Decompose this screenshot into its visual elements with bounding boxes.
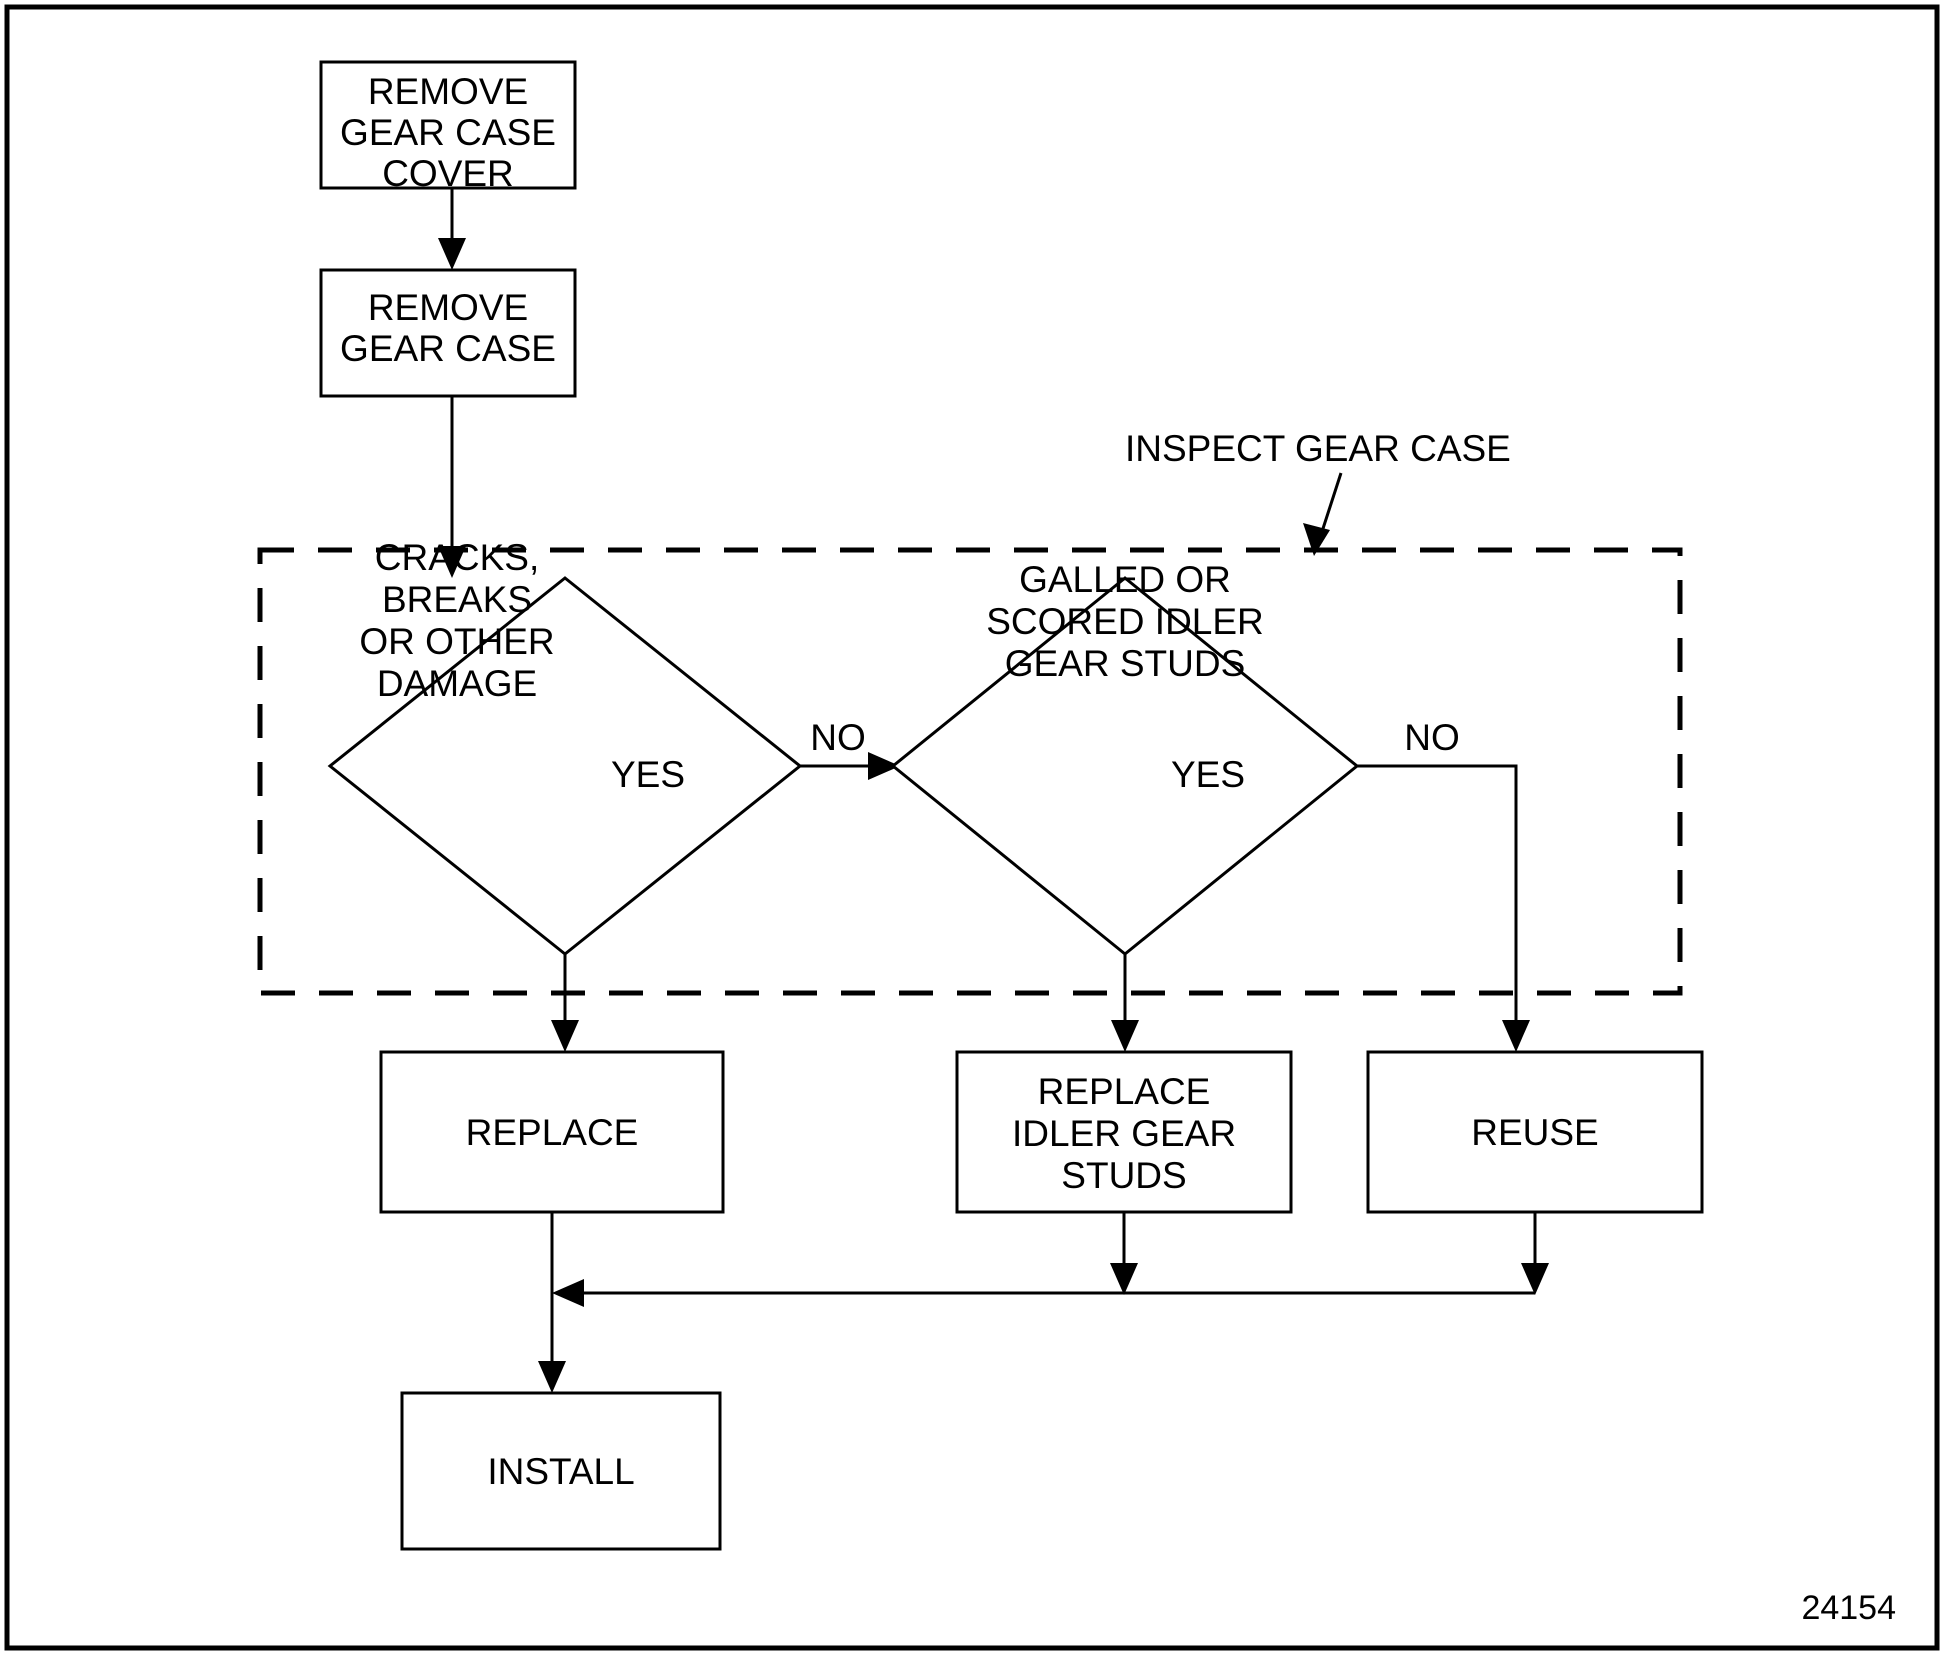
node-decision-damage-line-1: CRACKS,	[375, 537, 539, 578]
node-install-line-1: INSTALL	[487, 1451, 634, 1492]
node-reuse-line-1: REUSE	[1471, 1112, 1598, 1153]
node-decision-studs-line-3: GEAR STUDS	[1005, 643, 1246, 684]
edge-case-to-damage-decision-arrowhead	[438, 546, 466, 578]
node-replace-line-1: REPLACE	[466, 1112, 639, 1153]
node-replace-idler-gear-studs-line-2: IDLER GEAR	[1012, 1113, 1236, 1154]
node-remove-gear-case-line-1: REMOVE	[368, 287, 528, 328]
inspect-gear-case-group	[257, 547, 1683, 996]
edge-label-studs-no: NO	[1404, 717, 1460, 758]
node-decision-damage-line-3: OR OTHER	[359, 621, 554, 662]
merge-rail-arrowhead	[552, 1279, 584, 1307]
edge-studs-no-to-reuse	[1357, 764, 1518, 1032]
edge-reuse-to-rail-arrowhead	[1521, 1263, 1549, 1295]
node-install[interactable]	[400, 1391, 722, 1551]
node-remove-gear-case[interactable]	[319, 268, 577, 398]
edge-label-damage-yes: YES	[611, 754, 685, 795]
node-remove-gear-case-line-2: GEAR CASE	[340, 328, 556, 369]
node-replace-idler-gear-studs-line-3: STUDS	[1061, 1155, 1186, 1196]
node-decision-damage-line-4: DAMAGE	[377, 663, 537, 704]
node-decision-damage-line-2: BREAKS	[382, 579, 532, 620]
edge-damage-yes-arrowhead	[551, 1020, 579, 1052]
edge-label-studs-yes: YES	[1171, 754, 1245, 795]
edge-label-damage-no: NO	[810, 717, 866, 758]
edge-studs-yes-arrowhead	[1111, 1020, 1139, 1052]
edge-damage-no-arrowhead	[868, 752, 900, 780]
group-label-inspect-gear-case: INSPECT GEAR CASE	[1125, 428, 1511, 469]
figure-id-number: 24154	[1801, 1589, 1896, 1627]
node-remove-gear-case-cover-line-1: REMOVE	[368, 71, 528, 112]
node-replace-idler-gear-studs-line-1: REPLACE	[1038, 1071, 1211, 1112]
node-remove-gear-case-cover-line-2: GEAR CASE	[340, 112, 556, 153]
node-remove-gear-case-cover-line-3: COVER	[382, 153, 514, 194]
node-reuse[interactable]	[1366, 1050, 1704, 1214]
page-border	[4, 4, 1940, 1651]
edge-studs-no-arrowhead	[1502, 1020, 1530, 1052]
node-remove-gear-case-cover[interactable]	[319, 60, 577, 190]
node-decision-studs-line-2: SCORED IDLER	[986, 601, 1264, 642]
node-replace-idler-gear-studs[interactable]	[955, 1050, 1293, 1214]
edge-replace-studs-to-rail-arrowhead	[1110, 1263, 1138, 1295]
edge-cover-to-case-arrowhead	[438, 238, 466, 270]
node-decision-studs-line-1: GALLED OR	[1019, 559, 1231, 600]
node-replace[interactable]	[379, 1050, 725, 1214]
edge-replace-to-install-arrowhead	[538, 1361, 566, 1393]
group-callout-arrowhead	[1303, 523, 1330, 556]
